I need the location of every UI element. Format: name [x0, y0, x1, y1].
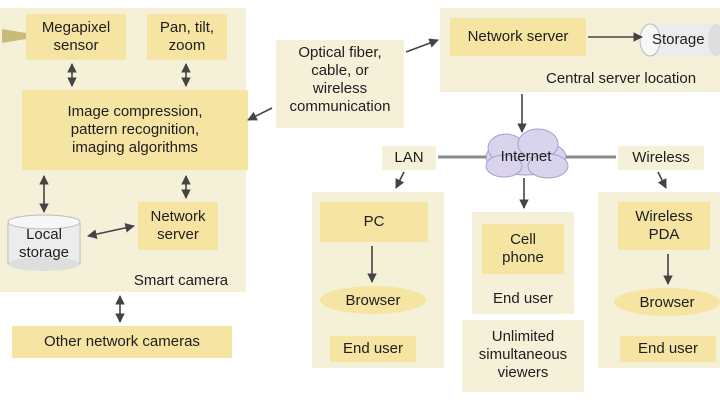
internet-text: Internet: [500, 148, 552, 165]
image-processing-box: Image compression, pattern recognition, …: [22, 90, 248, 170]
central-network-server-box: Network server: [450, 18, 586, 56]
cell-end-user-box: End user: [482, 286, 564, 312]
lan-end-user-box: End user: [330, 336, 416, 362]
smart-camera-label: Smart camera: [133, 272, 229, 289]
unlimited-viewers-panel: [462, 320, 584, 392]
central-server-location-label: Central server location: [546, 70, 697, 87]
camera-lens-icon: [2, 29, 26, 43]
camera-network-server-box: Network server: [138, 202, 218, 250]
local-storage-label: Local storage: [18, 226, 70, 261]
megapixel-sensor-box: Megapixel sensor: [26, 14, 126, 60]
wireless-end-user-box: End user: [620, 336, 716, 362]
pc-box: PC: [320, 202, 428, 242]
lan-browser-ellipse: Browser: [320, 286, 426, 314]
pan-tilt-zoom-box: Pan, tilt, zoom: [147, 14, 227, 60]
link-label: Optical fiber, cable, or wireless commun…: [289, 44, 391, 115]
cell-phone-box: Cell phone: [482, 224, 564, 274]
link-label-panel: [276, 40, 404, 128]
central-storage-cylinder: [639, 23, 720, 57]
internet-cloud: [485, 128, 569, 179]
central-storage-label: Storage: [652, 31, 705, 48]
unlimited-viewers-label: Unlimited simultaneous viewers: [478, 328, 568, 381]
wireless-browser-ellipse: Browser: [614, 288, 720, 316]
wireless-label: Wireless: [618, 146, 704, 170]
local-storage-cylinder: [7, 214, 81, 271]
lan-label: LAN: [382, 146, 436, 170]
wireless-pda-box: Wireless PDA: [618, 202, 710, 250]
other-network-cameras-box: Other network cameras: [12, 326, 232, 358]
